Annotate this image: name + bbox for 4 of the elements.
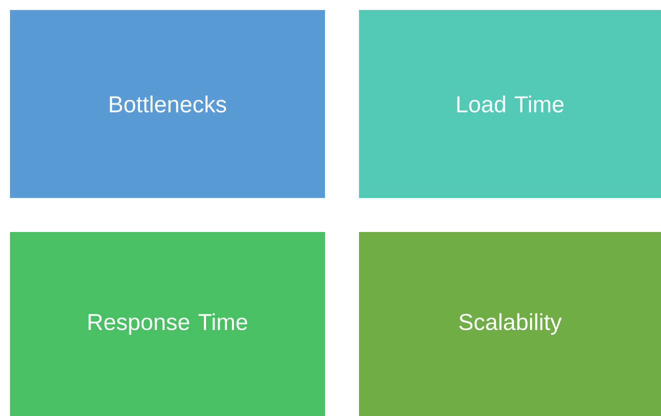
topic-box: Scalability (359, 232, 661, 416)
topic-box: Bottlenecks (10, 10, 325, 198)
topic-box: Response Time (10, 232, 325, 416)
topic-box: Load Time (359, 10, 661, 198)
